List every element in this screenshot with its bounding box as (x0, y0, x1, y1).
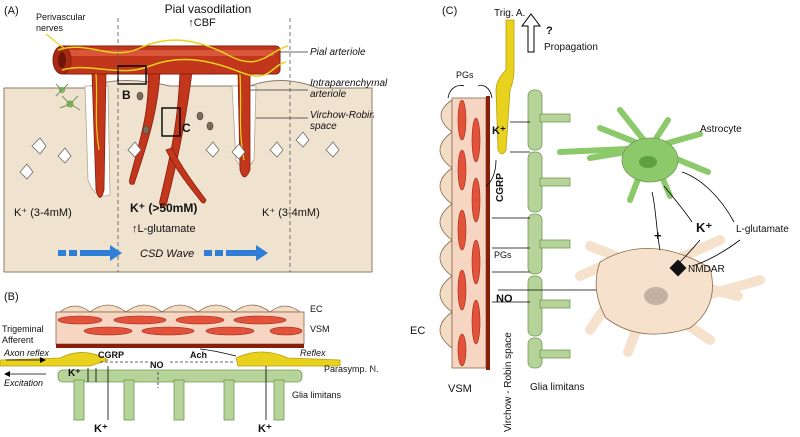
panel-c-k-plus: K⁺ (492, 125, 506, 137)
panel-b-ach-label: Ach (190, 350, 207, 360)
penetrating-arteriole-3 (159, 71, 193, 207)
panel-c-vsm-column (451, 97, 487, 369)
perivascular-nerve-fiber-3 (95, 73, 100, 151)
panel-c-ec-label: EC (410, 325, 425, 337)
pial-arteriole-lumen (58, 52, 66, 68)
excitation-arrowhead (4, 371, 10, 377)
panel-c-label: (C) (442, 5, 457, 17)
panel-a-title: Pial vasodilation (165, 2, 252, 16)
neuron-icons (19, 131, 340, 180)
glia-star-icon-2 (55, 83, 69, 97)
k-center-label: K⁺ (>50mM) (130, 201, 197, 215)
csd-wave-label: CSD Wave (140, 248, 194, 260)
panel-c-vsm-label: VSM (448, 383, 472, 395)
ach-arrow (199, 348, 237, 357)
panel-b-no-label: NO (150, 360, 164, 370)
propagation-label: Propagation (544, 42, 598, 53)
astrocyte-nucleus (639, 156, 657, 168)
intraparenchymal-arteriole-label: Intraparenchymal arteriole (310, 78, 390, 100)
k-bottom-left: K⁺ (94, 423, 108, 435)
panel-c-no-label: NO (496, 293, 513, 305)
trig-a-label: Trig. A. (494, 8, 525, 19)
panel_a-virchow_robin-line-1: space (310, 121, 337, 132)
panel-c-k-astro: K⁺ (696, 220, 712, 235)
question-mark: ? (546, 25, 553, 37)
panel-b-label: (B) (4, 291, 19, 303)
pgs-top-arrow-left (447, 84, 465, 99)
panel-c-basement-line (486, 96, 490, 370)
k-bottom-right: K⁺ (258, 423, 272, 435)
trigeminal-afferent-ending (0, 352, 109, 367)
pial-arteriole-highlight (66, 50, 274, 56)
virchow-robin-label: Virchow-Robin space (310, 110, 378, 132)
vsm-cells (57, 315, 303, 336)
perivascular-nerve-fiber-1 (57, 39, 289, 63)
parasympathetic-ending (235, 351, 341, 367)
pgs-top-label: PGs (456, 70, 474, 80)
arteriole-branch (165, 147, 207, 204)
astrocyte-label: Astrocyte (700, 124, 742, 135)
k-to-astrocyte-arrow (663, 185, 693, 223)
panel-c-ec-column (439, 99, 453, 349)
box-c (161, 107, 181, 137)
csd-wave-arrows (58, 245, 268, 261)
perivascular-nerves-label: Perivascular nerves (36, 12, 88, 33)
panel-c-k-arrows (492, 121, 530, 303)
penetrating-arteriole-1 (91, 71, 107, 198)
glia-endfeet (73, 379, 285, 421)
panel_a-intraparenchymal_arteriole-line-1: arteriole (310, 89, 347, 100)
glut-to-astrocyte-arrow (681, 171, 735, 223)
excitation-label: Excitation (4, 378, 43, 388)
panel-c-cgrp-label: CGRP (495, 173, 506, 202)
k-left-label: K⁺ (3-4mM) (14, 207, 72, 219)
trigeminal-axon (495, 19, 515, 155)
axon-reflex-label: Axon reflex (3, 348, 50, 358)
virchow-robin-space-label: Virchow - Robin space (503, 332, 514, 432)
panel-b-cgrp-label: CGRP (98, 350, 124, 360)
cbf-label: ↑CBF (188, 17, 216, 29)
neuron-to-astrocyte-arrow (651, 191, 661, 251)
perivascular-nerve-entry (45, 33, 65, 49)
trigeminal-afferent-label: Trigeminal Afferent (2, 324, 46, 345)
nmdar-icon (669, 259, 687, 277)
panel_b-trigeminal_afferent-line-1: Afferent (2, 335, 34, 345)
penetrating-arteriole-4 (237, 71, 251, 178)
panel_a-perivascular_nerves-line-1: nerves (36, 23, 64, 33)
axon-reflex-arrowhead (40, 357, 46, 363)
panel-c-vsm-cells (457, 99, 481, 367)
nmdar-label: NMDAR (688, 264, 725, 275)
endothelial-layer (58, 304, 302, 313)
l-glutamate-label: ↑L-glutamate (132, 223, 196, 235)
box-c-label: C (182, 121, 191, 135)
k-small-left: K⁺ (68, 368, 81, 379)
k-right-label: K⁺ (3-4mM) (262, 207, 320, 219)
propagation-arrow (521, 13, 541, 53)
panel-b-vsm-label: VSM (310, 324, 330, 334)
parasymp-label: Parasymp. N. (324, 364, 379, 374)
panel-a-label: (A) (4, 5, 19, 17)
panel-c-l-glutamate: L-glutamate (736, 224, 789, 235)
panel-a: (A) Pial vasodilation ↑CBF (3, 2, 390, 273)
neuron-nucleus (644, 287, 668, 305)
pial-arteriole-label: Pial arteriole (310, 47, 366, 58)
cgrp-release-arrow (485, 159, 497, 187)
panel-c: (C) Trig. A. ? (410, 5, 789, 432)
glia-star-icon-1 (59, 95, 81, 111)
box-b-label: B (122, 88, 131, 102)
k-to-neuron-arrow (679, 239, 701, 263)
panel-b-ec-label: EC (310, 304, 323, 314)
perivascular-nerve-fiber-2 (61, 58, 287, 77)
pgs-top-arrow-right (477, 84, 493, 99)
glut-to-nmdar-arrow (691, 239, 741, 267)
basement-line (56, 344, 304, 348)
pgs-mid-label: PGs (494, 250, 512, 260)
panel-b-glia-limitans-label: Glia limitans (292, 390, 342, 400)
panel-b: (B) EC VSM (0, 291, 379, 435)
dark-neuron-icons (136, 91, 214, 135)
panel-c-glia-column (527, 89, 571, 369)
reflex-label: Reflex (300, 348, 326, 358)
panel-c-glia-limitans-label: Glia limitans (530, 382, 584, 393)
